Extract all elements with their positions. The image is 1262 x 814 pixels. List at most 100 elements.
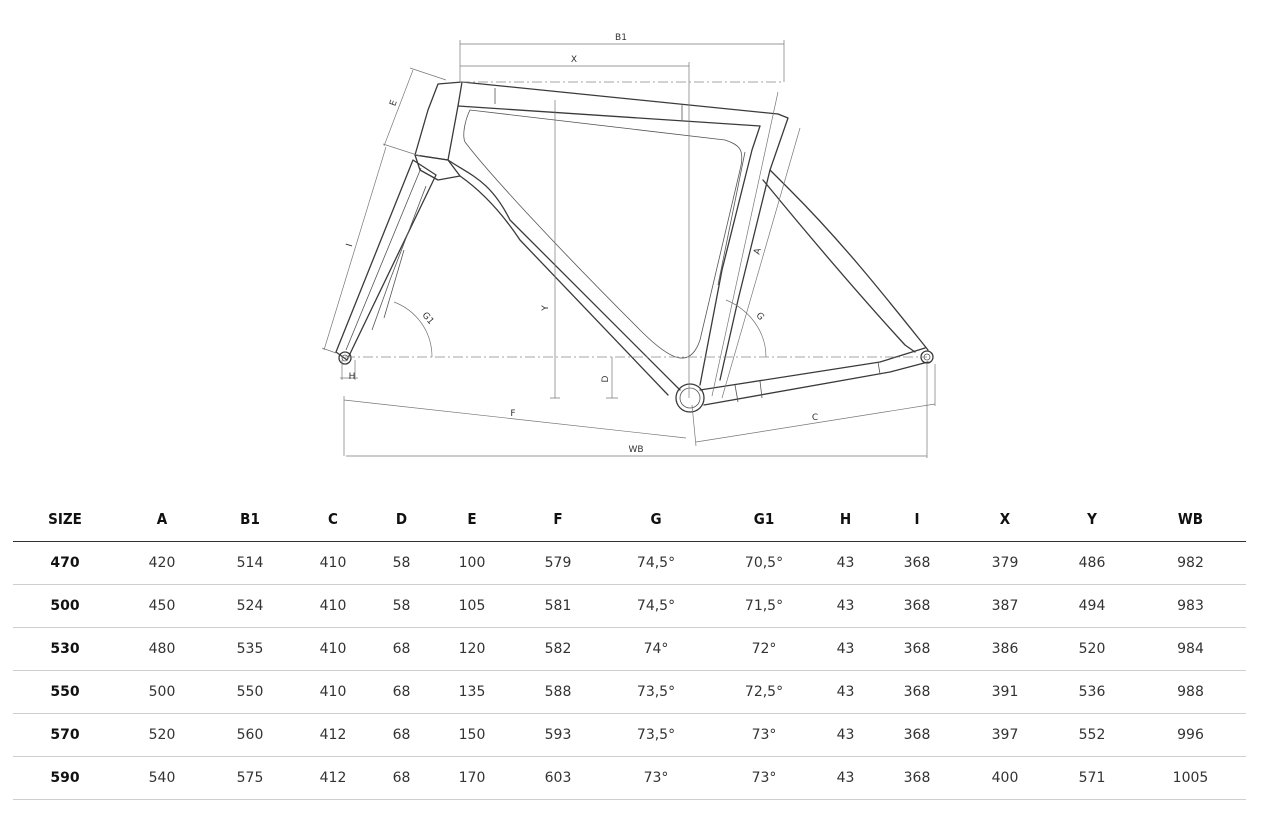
cell-b1: 560 — [207, 713, 293, 757]
header-a: A — [117, 497, 207, 542]
header-f: F — [514, 497, 602, 542]
cell-d: 58 — [373, 584, 430, 628]
cell-y: 486 — [1049, 541, 1135, 585]
cell-size: 590 — [13, 756, 117, 800]
cell-c: 410 — [293, 670, 373, 714]
cell-h: 43 — [818, 584, 873, 628]
header-y: Y — [1049, 497, 1135, 542]
cell-h: 43 — [818, 670, 873, 714]
cell-h: 43 — [818, 713, 873, 757]
table-header-row: SIZE A B1 C D E F G G1 H I X Y WB — [13, 497, 1246, 542]
label-y: Y — [541, 305, 551, 312]
cell-e: 100 — [430, 541, 514, 585]
cell-g: 74° — [602, 627, 710, 671]
header-h: H — [818, 497, 873, 542]
cell-e: 105 — [430, 584, 514, 628]
cell-h: 43 — [818, 541, 873, 585]
cell-c: 412 — [293, 713, 373, 757]
label-x: X — [571, 55, 577, 65]
cell-e: 135 — [430, 670, 514, 714]
cell-e: 150 — [430, 713, 514, 757]
header-x: X — [961, 497, 1049, 542]
cell-g1: 72° — [710, 627, 818, 671]
cell-a: 480 — [117, 627, 207, 671]
cell-c: 412 — [293, 756, 373, 800]
cell-i: 368 — [873, 756, 961, 800]
cell-x: 397 — [961, 713, 1049, 757]
bike-frame-drawing — [335, 81, 934, 413]
cell-g: 74,5° — [602, 584, 710, 628]
cell-g: 74,5° — [602, 541, 710, 585]
cell-y: 494 — [1049, 584, 1135, 628]
dimension-labels: B1 X E I G1 H Y D A G F C WB — [345, 33, 818, 455]
label-wb: WB — [628, 445, 643, 455]
cell-i: 368 — [873, 627, 961, 671]
label-h: H — [349, 372, 356, 382]
header-c: C — [293, 497, 373, 542]
header-i: I — [873, 497, 961, 542]
cell-c: 410 — [293, 541, 373, 585]
header-g: G — [602, 497, 710, 542]
cell-b1: 524 — [207, 584, 293, 628]
cell-g: 73,5° — [602, 670, 710, 714]
cell-x: 387 — [961, 584, 1049, 628]
cell-wb: 982 — [1135, 541, 1246, 585]
cell-wb: 983 — [1135, 584, 1246, 628]
cell-d: 68 — [373, 713, 430, 757]
header-e: E — [430, 497, 514, 542]
cell-size: 470 — [13, 541, 117, 585]
cell-g: 73° — [602, 756, 710, 800]
cell-x: 386 — [961, 627, 1049, 671]
cell-h: 43 — [818, 756, 873, 800]
cell-g: 73,5° — [602, 713, 710, 757]
cell-g1: 70,5° — [710, 541, 818, 585]
cell-c: 410 — [293, 627, 373, 671]
cell-x: 391 — [961, 670, 1049, 714]
cell-i: 368 — [873, 584, 961, 628]
cell-a: 500 — [117, 670, 207, 714]
cell-g1: 73° — [710, 756, 818, 800]
cell-wb: 988 — [1135, 670, 1246, 714]
frame-geometry-diagram: B1 X E I G1 H Y D A G F C WB — [321, 33, 936, 458]
cell-wb: 1005 — [1135, 756, 1246, 800]
cell-f: 588 — [514, 670, 602, 714]
cell-d: 68 — [373, 756, 430, 800]
label-a: A — [752, 246, 763, 255]
label-f: F — [510, 409, 515, 419]
cell-f: 581 — [514, 584, 602, 628]
label-g: G — [753, 311, 765, 323]
cell-a: 520 — [117, 713, 207, 757]
cell-e: 120 — [430, 627, 514, 671]
header-g1: G1 — [710, 497, 818, 542]
cell-a: 450 — [117, 584, 207, 628]
cell-c: 410 — [293, 584, 373, 628]
cell-a: 540 — [117, 756, 207, 800]
cell-b1: 514 — [207, 541, 293, 585]
label-i: I — [345, 243, 355, 248]
cell-g1: 71,5° — [710, 584, 818, 628]
cell-g1: 72,5° — [710, 670, 818, 714]
cell-size: 500 — [13, 584, 117, 628]
cell-y: 520 — [1049, 627, 1135, 671]
cell-h: 43 — [818, 627, 873, 671]
header-wb: WB — [1135, 497, 1246, 542]
cell-x: 400 — [961, 756, 1049, 800]
cell-a: 420 — [117, 541, 207, 585]
cell-wb: 996 — [1135, 713, 1246, 757]
header-d: D — [373, 497, 430, 542]
cell-y: 536 — [1049, 670, 1135, 714]
label-d: D — [601, 375, 611, 382]
cell-i: 368 — [873, 670, 961, 714]
cell-d: 58 — [373, 541, 430, 585]
cell-wb: 984 — [1135, 627, 1246, 671]
header-b1: B1 — [207, 497, 293, 542]
cell-size: 550 — [13, 670, 117, 714]
dimension-lines — [321, 40, 936, 458]
cell-y: 552 — [1049, 713, 1135, 757]
